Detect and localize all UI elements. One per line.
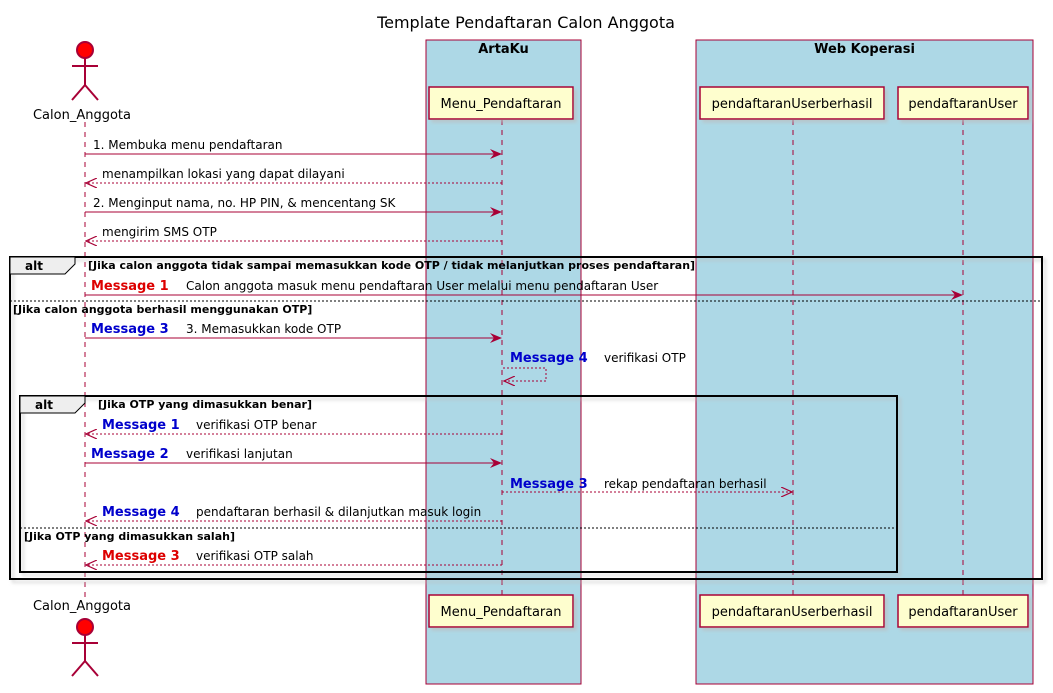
actor-name-bottom: Calon_Anggota bbox=[33, 599, 131, 614]
alt-outer-condition-2: [Jika calon anggota berhasil menggunakan… bbox=[13, 303, 312, 316]
alt-inner-msg-d-label: pendaftaran berhasil & dilanjutkan masuk… bbox=[196, 505, 481, 519]
message-2-label: menampilkan lokasi yang dapat dilayani bbox=[102, 167, 345, 181]
alt-outer-condition-1: [Jika calon anggota tidak sampai memasuk… bbox=[88, 259, 695, 272]
message-3-label: 2. Menginput nama, no. HP PIN, & mencent… bbox=[93, 196, 397, 210]
alt-inner-msg-a-label: verifikasi OTP benar bbox=[196, 418, 317, 432]
actor-leg-right bbox=[84, 84, 99, 101]
alt-outer-msg-b-label: 3. Memasukkan kode OTP bbox=[186, 322, 341, 336]
alt-outer-msg-b-tag: Message 3 bbox=[91, 322, 169, 337]
participant-berhasil-top-label: pendaftaranUserberhasil bbox=[712, 97, 873, 112]
box-web-koperasi bbox=[695, 39, 1034, 685]
actor-leg-left bbox=[71, 660, 86, 677]
actor-bottom: Calon_Anggota bbox=[33, 599, 131, 677]
alt-inner-label: alt bbox=[35, 398, 53, 412]
participant-menu-bottom-label: Menu_Pendaftaran bbox=[441, 605, 562, 620]
box-web-koperasi-title: Web Koperasi bbox=[814, 42, 915, 57]
participant-user-bottom bbox=[897, 594, 1029, 628]
box-artaku-title: ArtaKu bbox=[478, 42, 529, 57]
participant-menu-top bbox=[428, 86, 574, 120]
alt-inner-msg-c-label: rekap pendaftaran berhasil bbox=[604, 477, 767, 491]
participant-menu-bottom bbox=[428, 594, 574, 628]
actor-leg-left bbox=[71, 84, 86, 101]
participant-menu-top-label: Menu_Pendaftaran bbox=[441, 97, 562, 112]
alt-outer-msg-c-tag: Message 4 bbox=[510, 351, 588, 366]
participant-user-top-label: pendaftaranUser bbox=[908, 97, 1018, 112]
alt-outer-msg-a-label: Calon anggota masuk menu pendaftaran Use… bbox=[186, 279, 658, 293]
alt-inner-msg-a-tag: Message 1 bbox=[102, 418, 180, 433]
alt-outer-msg-a-tag: Message 1 bbox=[91, 279, 169, 294]
participant-user-bottom-label: pendaftaranUser bbox=[908, 605, 1018, 620]
box-artaku bbox=[425, 39, 582, 685]
alt-outer-label: alt bbox=[25, 259, 43, 273]
alt-inner-frame: alt [Jika OTP yang dimasukkan benar] [Ji… bbox=[19, 395, 898, 573]
actor-head-icon bbox=[76, 618, 94, 636]
alt-inner-msg-e-label: verifikasi OTP salah bbox=[196, 549, 314, 563]
actor-head-icon bbox=[76, 41, 94, 59]
message-1-label: 1. Membuka menu pendaftaran bbox=[93, 138, 282, 152]
message-4-label: mengirim SMS OTP bbox=[102, 225, 217, 239]
alt-outer-tab bbox=[9, 256, 76, 275]
actor-leg-right bbox=[84, 660, 99, 677]
alt-inner-msg-b-label: verifikasi lanjutan bbox=[186, 447, 293, 461]
alt-inner-tab bbox=[19, 395, 86, 414]
alt-outer-frame: alt [Jika calon anggota tidak sampai mem… bbox=[9, 256, 1043, 580]
alt-inner-msg-c-tag: Message 3 bbox=[510, 477, 588, 492]
alt-inner-msg-d-tag: Message 4 bbox=[102, 505, 180, 520]
participant-berhasil-bottom bbox=[699, 594, 885, 628]
participant-user-top bbox=[897, 86, 1029, 120]
participant-berhasil-bottom-label: pendaftaranUserberhasil bbox=[712, 605, 873, 620]
alt-inner-msg-b-tag: Message 2 bbox=[91, 447, 169, 462]
alt-outer-msg-c-self-arrow bbox=[503, 367, 547, 381]
actor-name-top: Calon_Anggota bbox=[33, 108, 131, 123]
diagram-title: Template Pendaftaran Calon Anggota bbox=[376, 13, 675, 32]
alt-inner-msg-e-tag: Message 3 bbox=[102, 549, 180, 564]
alt-inner-condition-2: [Jika OTP yang dimasukkan salah] bbox=[24, 530, 235, 543]
actor-top: Calon_Anggota bbox=[33, 41, 131, 123]
participant-berhasil-top bbox=[699, 86, 885, 120]
alt-outer-msg-c-label: verifikasi OTP bbox=[604, 351, 686, 365]
alt-inner-condition-1: [Jika OTP yang dimasukkan benar] bbox=[98, 398, 312, 411]
